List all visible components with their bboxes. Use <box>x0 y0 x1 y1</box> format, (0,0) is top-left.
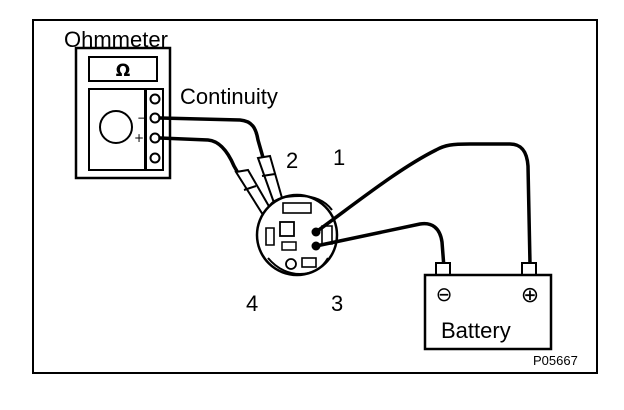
battery-plus-sign: ⊕ <box>521 283 539 308</box>
meter-plus-sign: + <box>134 131 144 145</box>
battery-label: Battery <box>441 318 511 343</box>
connector-icon <box>255 193 339 277</box>
ohmmeter-label: Ohmmeter <box>64 27 168 52</box>
pin-3-label: 3 <box>331 291 344 316</box>
test-leads <box>158 116 268 182</box>
pin-1-label: 1 <box>333 145 346 170</box>
figure-code: P05667 <box>533 353 578 368</box>
battery-minus-sign: ⊖ <box>436 282 453 306</box>
pin-4-label: 4 <box>246 291 259 316</box>
continuity-label: Continuity <box>180 84 278 109</box>
ohm-symbol: Ω <box>116 61 130 81</box>
ohmmeter-icon: Ω − + <box>74 46 172 180</box>
pin-2-label: 2 <box>286 148 299 173</box>
meter-minus-sign: − <box>137 111 147 125</box>
battery-wires <box>314 142 532 270</box>
battery-icon: ⊖ ⊕ <box>423 262 553 351</box>
